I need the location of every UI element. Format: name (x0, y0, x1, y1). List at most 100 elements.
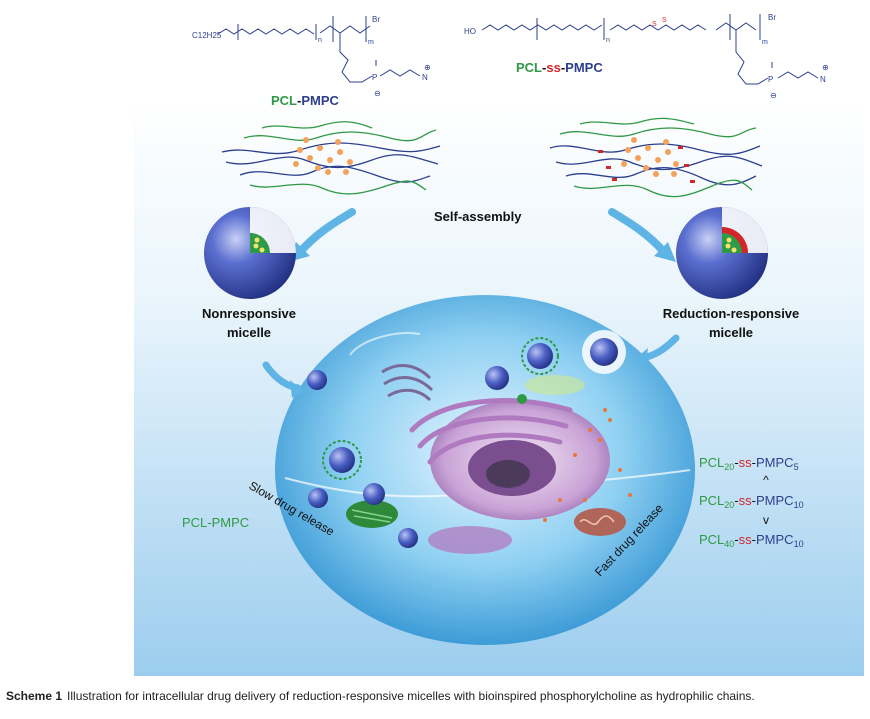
er-stack (381, 363, 434, 402)
nitrogen-label-right: N (820, 75, 826, 84)
responsive-label-line1: Reduction-responsive (663, 306, 800, 321)
ranking-row-2-pcl-sub: 20 (724, 500, 735, 510)
ranking-row-2-dash1: - (734, 493, 739, 508)
phosphorus-label-right: P (768, 75, 773, 84)
ranking-row-3-dash1: - (734, 532, 739, 547)
linker-chain-right (609, 24, 707, 31)
self-assembly-label: Self-assembly (434, 209, 522, 224)
chloroplast-like-organelle (346, 500, 398, 528)
plus-charge-right: ⊕ (822, 63, 829, 72)
repeat-m-right: m (762, 39, 768, 46)
caption-text: Illustration for intracellular drug deli… (67, 689, 755, 703)
figure-caption: Scheme 1 Illustration for intracellular d… (6, 689, 866, 703)
ranking-row-1-dash1: - (734, 455, 739, 470)
ranking-row-2-pcl: PCL (699, 493, 725, 508)
pmpc-repeat-brackets-left (332, 16, 367, 42)
golgi (409, 397, 573, 465)
ranking-row-1-pmpc: PMPC (756, 455, 794, 470)
ranking-row-3-pmpc: PMPC (756, 532, 794, 547)
caption-label: Scheme 1 (6, 689, 63, 703)
lower-organelle (428, 526, 512, 554)
pmpc-backbone-left (319, 25, 371, 34)
left-polymer-label: PCL-PMPC (182, 515, 249, 530)
ranking-separator-1: ^ (763, 473, 769, 487)
choline-chain-right (777, 71, 819, 79)
left-assembly-arrow (296, 208, 356, 256)
plus-charge-left: ⊕ (424, 63, 431, 72)
disulfide-s1: S (652, 21, 657, 28)
released-drug-dots (543, 408, 632, 522)
right-drug-dots (621, 137, 679, 177)
right-structure-name-dash2: - (561, 60, 565, 75)
ranking-separator-2: v (763, 513, 769, 527)
repeat-m-left: m (368, 39, 374, 46)
right-chain-bundle (549, 117, 763, 198)
pcl-repeat-brackets-right (536, 18, 605, 40)
nonresponsive-label-line1: Nonresponsive (202, 306, 296, 321)
ranking-row-2-dash2: - (751, 493, 756, 508)
ranking-row-3-dash2: - (751, 532, 756, 547)
small-micelles (307, 330, 626, 548)
minus-charge-left: ⊖ (374, 89, 381, 98)
right-assembly-arrow (608, 208, 668, 256)
ranking-row-1-pcl-sub: 20 (724, 462, 735, 472)
right-assembly-arrowhead (654, 242, 676, 262)
pcl-backbone-left (217, 28, 315, 35)
left-structure (217, 16, 421, 83)
left-structure-name-pcl: PCL (271, 93, 297, 108)
right-structure-name-pmpc: PMPC (565, 60, 603, 75)
ranking-row-1-dash2: - (751, 455, 756, 470)
nonresponsive-label-line2: micelle (227, 325, 271, 340)
left-structure-name: PCL-PMPC (271, 93, 340, 108)
repeat-n-left: n (318, 37, 322, 44)
hydroxyl-label: HO (464, 27, 476, 36)
vesicle-organelle (525, 375, 585, 395)
pcl-repeat-brackets-left (237, 24, 317, 40)
choline-chain-left (379, 69, 421, 77)
ranking-row-3-pcl: PCL (699, 532, 725, 547)
minus-charge-right: ⊖ (770, 91, 777, 100)
right-structure-name-pcl: PCL (516, 60, 542, 75)
pcl-backbone-right (481, 24, 603, 31)
right-structure-name-ss: ss (546, 60, 560, 75)
cell (275, 295, 695, 645)
responsive-label-line2: micelle (709, 325, 753, 340)
ranking-row-2-pmpc: PMPC (756, 493, 794, 508)
right-structure-name: PCL-ss-PMPC (516, 60, 603, 75)
nucleolus (486, 460, 530, 488)
pmpc-repeat-brackets-right (729, 14, 761, 40)
ranking-row-3-pmpc-sub: 10 (793, 539, 804, 549)
phosphorus-label-left: P (372, 73, 377, 82)
ranking-row-3-ss: ss (738, 532, 752, 547)
left-structure-name-pmpc: PMPC (301, 93, 339, 108)
nonresponsive-micelle (204, 207, 296, 299)
pmpc-backbone-right (715, 22, 757, 31)
reduction-responsive-micelle (676, 207, 768, 299)
repeat-n-right: n (606, 37, 610, 44)
ranking-row-1-pmpc-sub: 5 (793, 462, 799, 472)
ranking-row-1-pcl: PCL (699, 455, 725, 470)
alkyl-label: C12H25 (192, 31, 222, 40)
cell-highlight (349, 332, 421, 356)
bromine-label-right: Br (768, 13, 776, 22)
left-drug-dots (293, 137, 353, 175)
side-chain-right (735, 30, 769, 85)
ranking-row-2-pmpc-sub: 10 (793, 500, 804, 510)
ranking-row-2-ss: ss (738, 493, 752, 508)
left-structure-name-dash: - (297, 93, 301, 108)
ranking-row-2: PCL20-ss-PMPC10 (699, 493, 804, 510)
side-chain-left (339, 33, 373, 83)
disulfide-s2: S (662, 17, 667, 24)
ranking-row-3-pcl-sub: 40 (724, 539, 735, 549)
ranking-row-1: PCL20-ss-PMPC5 (699, 455, 799, 472)
left-uptake-arrowhead (290, 380, 304, 398)
right-structure-name-dash1: - (542, 60, 546, 75)
ranking-row-3: PCL40-ss-PMPC10 (699, 532, 804, 549)
right-uptake-arrowhead (634, 348, 648, 366)
left-chain-bundle (221, 121, 441, 195)
right-structure (481, 14, 819, 85)
ranking-row-1-ss: ss (738, 455, 752, 470)
bromine-label-left: Br (372, 15, 380, 24)
